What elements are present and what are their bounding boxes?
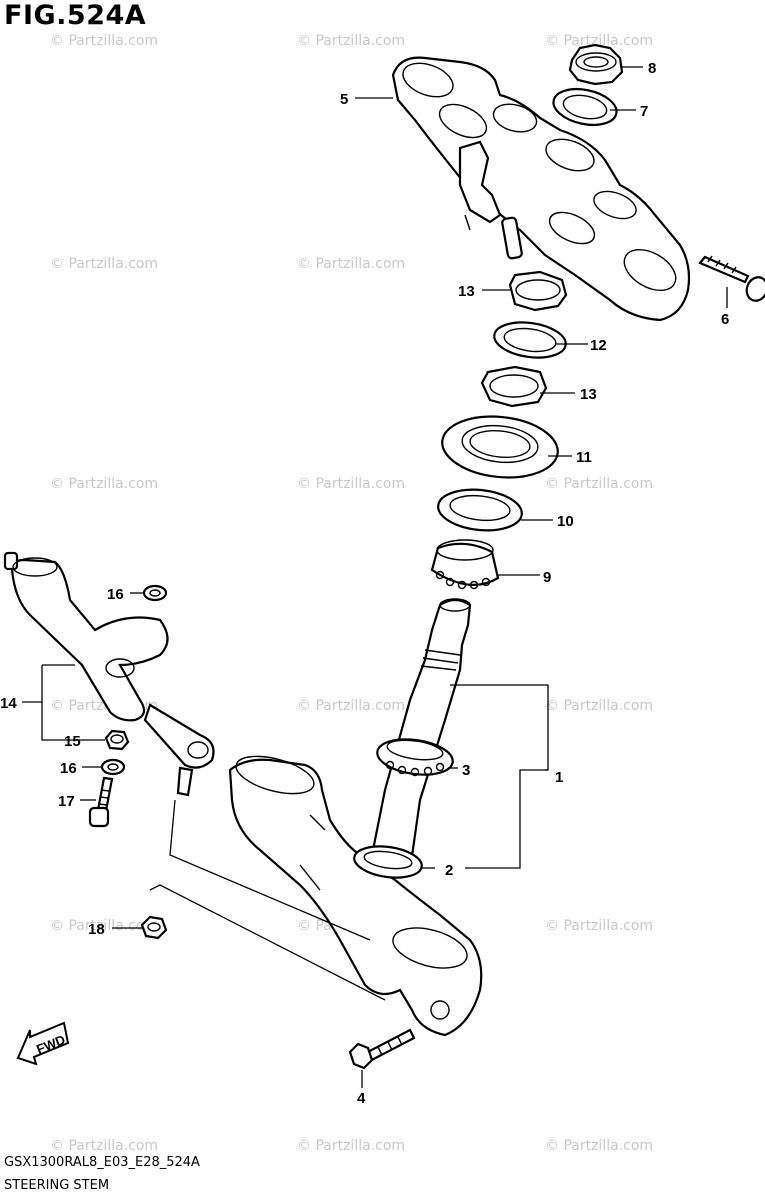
part-17-bolt — [88, 776, 114, 828]
callout-2: 2 — [445, 862, 453, 879]
part-7-washer — [552, 87, 618, 127]
callout-16-upper: 16 — [107, 586, 124, 603]
watermark: © Partzilla.com — [50, 476, 158, 492]
part-15-nut — [104, 729, 130, 751]
callout-11: 11 — [576, 449, 592, 466]
callout-10: 10 — [557, 513, 574, 530]
callout-13-upper: 13 — [458, 283, 475, 300]
fwd-arrow-icon: FWD — [16, 1021, 70, 1066]
callout-6: 6 — [721, 311, 729, 328]
part-1-steering-stem-lower-bracket — [228, 598, 483, 1037]
watermark: © Partzilla.com — [297, 698, 405, 714]
part-13-upper-lock-nut — [508, 270, 568, 312]
part-2-dust-seal — [353, 845, 423, 879]
part-8-stem-nut — [568, 43, 624, 86]
part-18-nut — [140, 915, 168, 940]
callout-8: 8 — [648, 60, 656, 77]
callout-14: 14 — [0, 695, 17, 712]
part-10-bearing-race — [437, 488, 523, 532]
watermark: © Partzilla.com — [297, 256, 405, 272]
diagram-subtitle: STEERING STEM — [4, 1178, 110, 1193]
part-6-bolt — [698, 255, 765, 302]
callout-3: 3 — [462, 762, 470, 779]
figure-title: FIG.524A — [4, 0, 147, 31]
callout-16-lower: 16 — [60, 760, 77, 777]
leader-lines — [22, 66, 728, 1088]
callout-17: 17 — [58, 793, 75, 810]
watermark: © Partzilla.com — [297, 476, 405, 492]
diagram-code: GSX1300RAL8_E03_E28_524A — [4, 1155, 200, 1170]
part-4-bolt — [348, 1028, 416, 1070]
callout-7: 7 — [640, 103, 648, 120]
callout-15: 15 — [64, 733, 81, 750]
watermark: © Partzilla.com — [50, 256, 158, 272]
callout-5: 5 — [340, 91, 348, 108]
part-9-upper-bearing — [430, 539, 500, 590]
callouts: 1 2 3 4 5 6 7 8 9 10 11 12 13 13 14 15 1… — [0, 60, 729, 1107]
callout-13-lower: 13 — [580, 386, 597, 403]
part-16-upper-washer — [142, 584, 168, 602]
part-5-upper-bracket — [391, 56, 691, 322]
callout-1: 1 — [555, 769, 563, 786]
watermark: © Partzilla.com — [545, 698, 653, 714]
watermark: © Partzilla.com — [50, 1138, 158, 1154]
part-14-steering-damper — [3, 551, 215, 797]
watermark: © Partzilla.com — [297, 1138, 405, 1154]
watermark: © Partzilla.com — [545, 476, 653, 492]
callout-18: 18 — [88, 921, 105, 938]
part-3-lower-bearing — [376, 738, 454, 777]
part-16-lower-washer — [100, 758, 126, 776]
callout-4: 4 — [357, 1090, 366, 1107]
callout-12: 12 — [590, 337, 607, 354]
watermark: © Partzilla.com — [50, 918, 158, 934]
watermark: © Partzilla.com — [545, 33, 653, 49]
part-13-lower-lock-nut — [480, 365, 548, 408]
watermark: © Partzilla.com — [50, 33, 158, 49]
part-12-washer — [493, 321, 567, 359]
watermark: © Partzilla.com — [545, 918, 653, 934]
part-11-dust-seal — [441, 415, 559, 479]
callout-9: 9 — [543, 569, 551, 586]
watermark: © Partzilla.com — [297, 33, 405, 49]
reference-lines — [149, 799, 386, 1001]
watermark: © Partzilla.com — [545, 1138, 653, 1154]
